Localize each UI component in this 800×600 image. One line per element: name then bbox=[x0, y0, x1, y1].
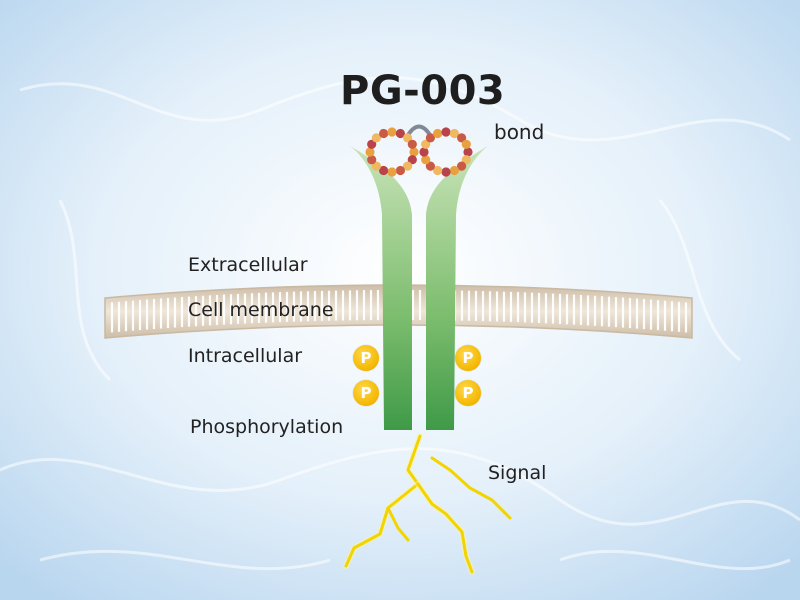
ligand-bead bbox=[409, 147, 419, 157]
ligand-bead bbox=[395, 165, 405, 176]
phosphate-icon: P bbox=[353, 380, 379, 406]
ligand-bead bbox=[379, 165, 389, 176]
ligand-bond bbox=[365, 124, 473, 177]
ligand-bead bbox=[403, 133, 413, 143]
background-ripples bbox=[0, 76, 800, 571]
intracellular-label: Intracellular bbox=[188, 345, 303, 367]
ligand-bead bbox=[421, 139, 431, 149]
ligand-bead bbox=[379, 128, 389, 139]
ligand-bead bbox=[433, 165, 443, 176]
ligand-bead bbox=[365, 147, 375, 157]
signal-label: Signal bbox=[488, 462, 547, 484]
ligand-bead bbox=[425, 161, 435, 171]
phosphate-icon: P bbox=[455, 380, 481, 406]
phosphorylation-label: Phosphorylation bbox=[190, 416, 344, 438]
ligand-bead bbox=[371, 133, 381, 143]
ligand-bead bbox=[425, 133, 435, 143]
phosphate-icon: P bbox=[353, 345, 379, 371]
ligand-bead bbox=[457, 161, 467, 171]
bond-label: bond bbox=[494, 120, 545, 144]
ligand-bead bbox=[449, 165, 459, 176]
ligand-bead bbox=[441, 127, 451, 137]
ligand-bead bbox=[403, 161, 413, 171]
ligand-bead bbox=[407, 155, 417, 165]
ligand-bead bbox=[395, 128, 405, 139]
receptor-right-arm bbox=[426, 146, 488, 430]
ligand-bead bbox=[421, 155, 431, 165]
ligand-bead bbox=[371, 161, 381, 171]
ligand-bead bbox=[463, 147, 473, 157]
ligand-bead bbox=[461, 139, 471, 149]
phosphate-icon: P bbox=[455, 345, 481, 371]
ligand-bead bbox=[367, 155, 377, 165]
ligand-bead bbox=[433, 128, 443, 139]
ligand-bead bbox=[387, 127, 397, 137]
receptor-left-arm bbox=[350, 146, 412, 430]
ligand-bead bbox=[461, 155, 471, 165]
receptor bbox=[350, 146, 488, 430]
cell-membrane-label: Cell membrane bbox=[188, 299, 334, 321]
ligand-bead bbox=[449, 128, 459, 139]
diagram-title: PG-003 bbox=[340, 68, 506, 114]
ligand-bead bbox=[457, 133, 467, 143]
extracellular-label: Extracellular bbox=[188, 254, 308, 276]
ligand-bead bbox=[407, 139, 417, 149]
ligand-bead bbox=[387, 167, 397, 177]
ligand-bead bbox=[441, 167, 451, 177]
signal-lightning bbox=[343, 433, 512, 575]
ligand-bead bbox=[367, 139, 377, 149]
ligand-bead bbox=[419, 147, 429, 157]
